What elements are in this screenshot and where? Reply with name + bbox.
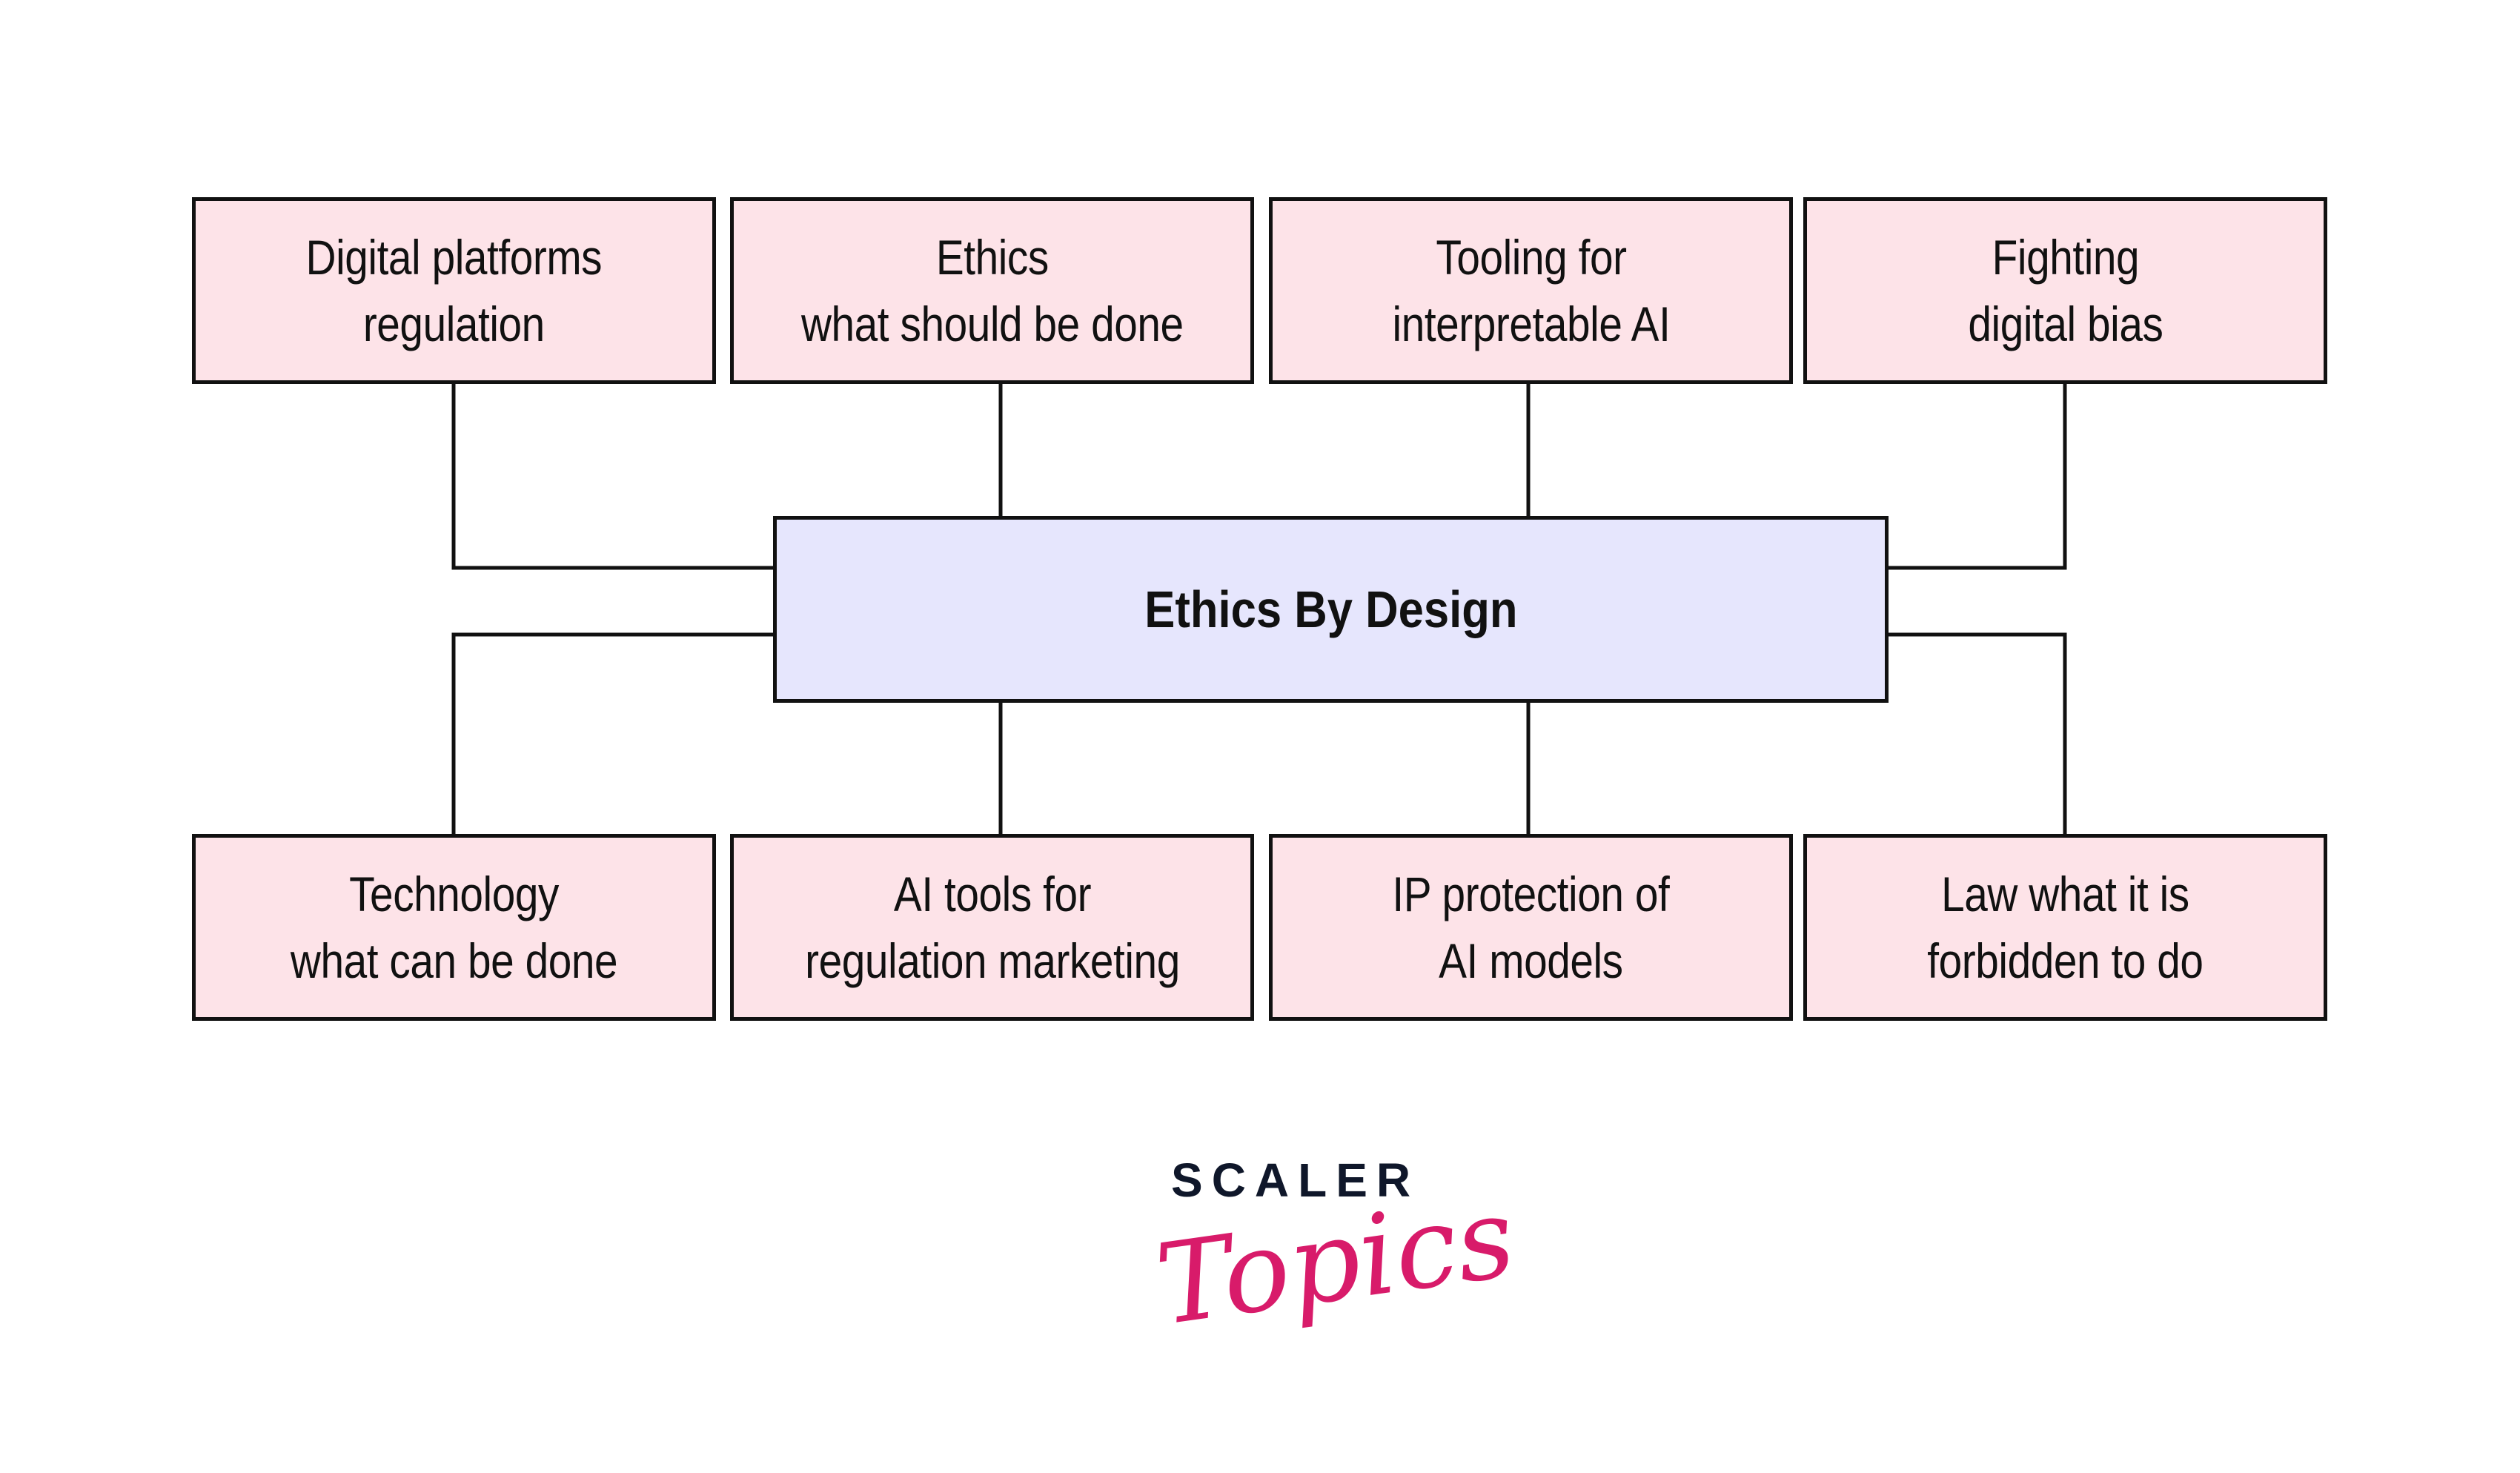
node-label: IP protection of AI models — [1392, 867, 1670, 988]
node-label: Fighting digital bias — [1967, 230, 2163, 351]
node-label: Technology what can be done — [290, 867, 618, 988]
logo-brand: SCALER — [1171, 1153, 1420, 1207]
connector-bottom-1 — [451, 632, 773, 834]
node-center-ethics-by-design: Ethics By Design — [773, 516, 1889, 703]
connector-bottom-4 — [1889, 632, 2067, 834]
node-label: Tooling for interpretable AI — [1392, 230, 1670, 351]
scaler-topics-logo: SCALER Topics — [1149, 1153, 1522, 1360]
node-label: Law what it is forbidden to do — [1927, 867, 2204, 988]
node-ip-protection: IP protection of AI models — [1269, 834, 1793, 1021]
connector-top-1 — [451, 383, 773, 570]
node-fighting-digital-bias: Fighting digital bias — [1803, 197, 2327, 384]
node-label: Digital platforms regulation — [305, 230, 603, 351]
node-law: Law what it is forbidden to do — [1803, 834, 2327, 1021]
node-digital-platforms-regulation: Digital platforms regulation — [192, 197, 716, 384]
node-ethics: Ethics what should be done — [730, 197, 1254, 384]
node-tooling-interpretable-ai: Tooling for interpretable AI — [1269, 197, 1793, 384]
node-label: Ethics what should be done — [800, 230, 1184, 351]
connector-top-4 — [1889, 383, 2067, 570]
node-technology: Technology what can be done — [192, 834, 716, 1021]
node-ai-tools-regulation-marketing: AI tools for regulation marketing — [730, 834, 1254, 1021]
node-label: AI tools for regulation marketing — [804, 867, 1180, 988]
center-label: Ethics By Design — [1144, 580, 1518, 638]
